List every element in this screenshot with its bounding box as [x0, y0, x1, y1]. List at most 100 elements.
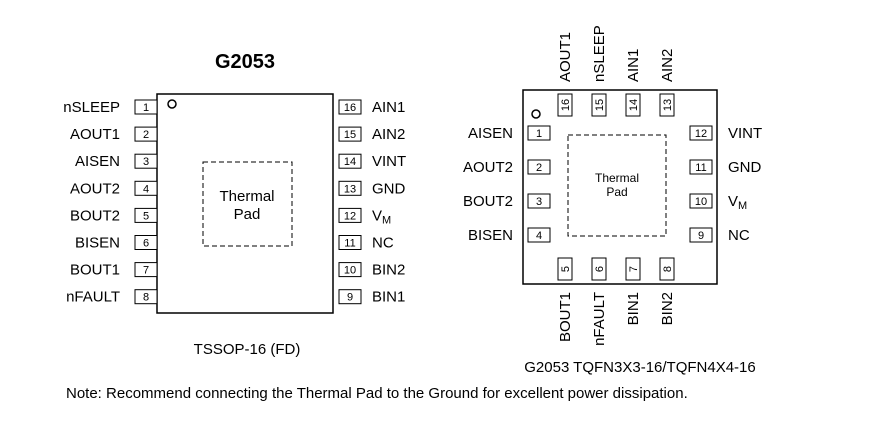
- tqfn-pin-4-box: [527, 227, 551, 243]
- tqfn-right-pins: 12 VINT 11 GND 10 VM 9 NC: [689, 125, 762, 244]
- tssop-pin-4-box: [134, 180, 158, 196]
- tssop-pin-16-number: 16: [344, 102, 356, 114]
- tssop-pin-10-box: [338, 262, 362, 278]
- tqfn-pin-ain2-label: AIN2: [659, 49, 676, 82]
- tqfn-pin-3-box: [527, 193, 551, 209]
- tssop-left-pins: 1nSLEEP2AOUT13AISEN4AOUT25BOUT26BISEN7BO…: [63, 99, 158, 306]
- tssop-title: G2053: [215, 51, 275, 73]
- tssop-thermal-label-2: Pad: [234, 206, 261, 223]
- tssop-pin-3-box: [134, 153, 158, 169]
- tssop-pin-vint-label: VINT: [372, 153, 406, 170]
- tqfn-pin-nfault-label: nFAULT: [591, 292, 608, 346]
- tssop-pin-13-number: 13: [344, 183, 356, 195]
- tssop-pin-6-number: 6: [143, 238, 149, 250]
- tqfn-pin-9-number: 9: [698, 230, 704, 242]
- tssop-pin-gnd-label: GND: [372, 180, 406, 197]
- tqfn-pin-vint-label: VINT: [728, 125, 762, 142]
- tqfn-pin-vm-label: VM: [728, 193, 747, 212]
- tqfn-pin-gnd-label: GND: [728, 159, 762, 176]
- tssop-pin-ain1-label: AIN1: [372, 99, 405, 116]
- tqfn-pin-7-box: [625, 257, 641, 281]
- tqfn-pin-5-number: 5: [560, 266, 572, 272]
- tqfn-pin-15-box: [591, 93, 607, 117]
- tqfn-pin-4-number: 4: [536, 230, 542, 242]
- tqfn-thermal-pad: [567, 134, 667, 237]
- tqfn-pin-bout2-label: BOUT2: [463, 193, 513, 210]
- tssop-pin-7-box: [134, 262, 158, 278]
- tssop-thermal-label-1: Thermal: [219, 188, 274, 205]
- tssop-pin-bin2-label: BIN2: [372, 262, 405, 279]
- tqfn-pin-10-box: [689, 193, 713, 209]
- tssop-pin-9-box: [338, 289, 362, 305]
- tqfn-pin-nsleep-label: nSLEEP: [591, 25, 608, 82]
- pin-name-subscript: M: [382, 214, 391, 226]
- pin1-marker: [167, 99, 177, 109]
- tssop-pin-nsleep-label: nSLEEP: [63, 99, 120, 116]
- tssop-pin-8-number: 8: [143, 292, 149, 304]
- tqfn-pin-7-number: 7: [628, 266, 640, 272]
- tssop-thermal-pad: [202, 161, 293, 247]
- tqfn-pin-12-number: 12: [695, 128, 707, 140]
- tssop-pin-nfault-label: nFAULT: [66, 289, 120, 306]
- tqfn-pin-14-number: 14: [628, 99, 640, 111]
- tssop-pin-2-number: 2: [143, 129, 149, 141]
- tssop-pin-1-box: [134, 99, 158, 115]
- tssop-pin-bout1-label: BOUT1: [70, 262, 120, 279]
- tqfn-pin-11-number: 11: [695, 162, 706, 174]
- tqfn-pin-10-number: 10: [695, 196, 707, 208]
- tssop-pin-15-box: [338, 126, 362, 142]
- tssop-pin-12-number: 12: [344, 210, 356, 222]
- tqfn-pin-12-box: [689, 125, 713, 141]
- tssop-pin-11-box: [338, 235, 362, 250]
- tssop-pin-10-number: 10: [344, 265, 356, 277]
- tqfn-pin-16-box: [557, 93, 573, 117]
- tssop-pin-bout2-label: BOUT2: [70, 207, 120, 224]
- tssop-body: [156, 93, 334, 314]
- tqfn-pin-1-number: 1: [536, 128, 542, 140]
- tssop-pin-12-box: [338, 207, 362, 223]
- tssop-pin-aout2-label: AOUT2: [70, 180, 120, 197]
- tqfn-pin-bisen-label: BISEN: [468, 227, 513, 244]
- tssop-pin-2-box: [134, 126, 158, 142]
- tqfn-body: [522, 89, 718, 285]
- tssop-pin-vm-label: VM: [372, 207, 391, 226]
- tqfn-pin-3-number: 3: [536, 196, 542, 208]
- tqfn-pin-aout2-label: AOUT2: [463, 159, 513, 176]
- tssop-pin-bin1-label: BIN1: [372, 289, 405, 306]
- tssop-pin-bisen-label: BISEN: [75, 235, 120, 252]
- tqfn-thermal-label-2: Pad: [606, 185, 627, 199]
- tqfn-pin-6-box: [591, 257, 607, 281]
- tssop-pin-3-number: 3: [143, 156, 149, 168]
- tqfn-pin-11-box: [689, 159, 713, 175]
- tssop-pin-14-number: 14: [344, 156, 356, 168]
- tqfn-pin-14-box: [625, 93, 641, 117]
- tssop-pin-ain2-label: AIN2: [372, 126, 405, 143]
- tssop-pin-16-box: [338, 99, 362, 115]
- tssop-pin-nc-label: NC: [372, 235, 394, 252]
- tqfn-pin-8-number: 8: [662, 266, 674, 272]
- tqfn-pin-aisen-label: AISEN: [468, 125, 513, 142]
- tqfn-pin-bout1-label: BOUT1: [557, 292, 574, 342]
- tqfn-pin-bin1-label: BIN1: [625, 292, 642, 325]
- tqfn-pin-13-number: 13: [662, 99, 674, 111]
- tqfn-pin-13-box: [659, 93, 675, 117]
- tssop-pin-11-number: 11: [344, 238, 355, 250]
- pin-name-subscript: M: [738, 200, 747, 212]
- tssop-pin-7-number: 7: [143, 265, 149, 277]
- tssop-pin-14-box: [338, 153, 362, 169]
- tssop-caption: TSSOP-16 (FD): [194, 341, 301, 358]
- tqfn-pin-ain1-label: AIN1: [625, 49, 642, 82]
- tqfn-pin-nc-label: NC: [728, 227, 750, 244]
- tssop-pin-5-number: 5: [143, 210, 149, 222]
- tqfn-pin1-marker: [531, 109, 541, 119]
- tqfn-caption: G2053 TQFN3X3-16/TQFN4X4-16: [524, 359, 756, 376]
- tssop-pin-15-number: 15: [344, 129, 356, 141]
- tssop-pin-4-number: 4: [143, 183, 149, 195]
- tqfn-pin-9-box: [689, 227, 713, 243]
